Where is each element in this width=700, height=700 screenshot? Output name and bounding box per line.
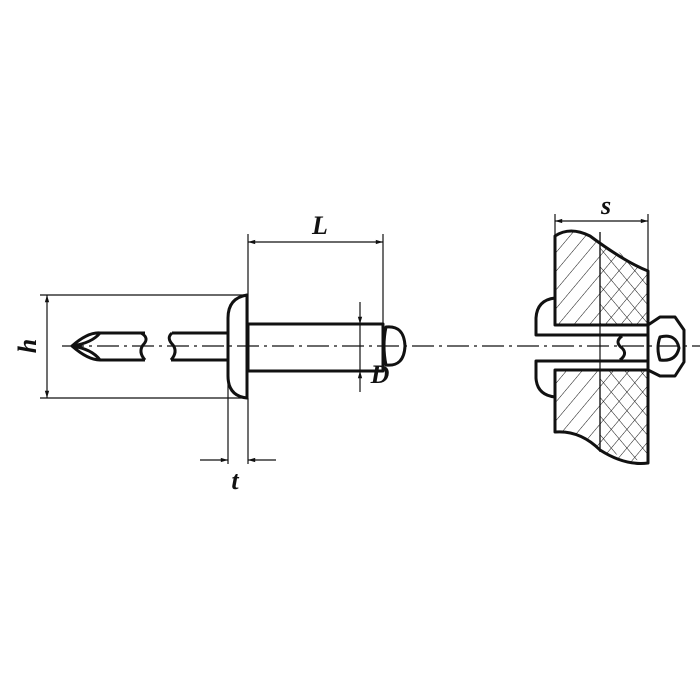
- mandrel-head: [382, 325, 407, 367]
- label-s: s: [600, 191, 611, 220]
- plate-upper: [553, 229, 650, 325]
- mandrel-stem: [167, 331, 228, 362]
- rivet-section-view: [534, 229, 686, 465]
- formed-end: [646, 315, 686, 378]
- break-mark-left: [139, 331, 148, 361]
- dimension-h: h: [13, 294, 247, 399]
- label-h: h: [13, 339, 42, 353]
- mandrel-tip: [70, 331, 145, 362]
- label-L: L: [311, 211, 328, 240]
- label-t: t: [231, 466, 239, 495]
- mandrel-head-inside: [656, 334, 681, 362]
- dimension-s: s: [554, 191, 649, 271]
- dimension-t: t: [200, 376, 276, 495]
- rivet-shank: [246, 322, 385, 373]
- dimension-L: L: [247, 211, 384, 324]
- break-mark-right: [616, 334, 627, 362]
- dimension-D: D: [357, 302, 390, 392]
- label-D: D: [370, 360, 390, 389]
